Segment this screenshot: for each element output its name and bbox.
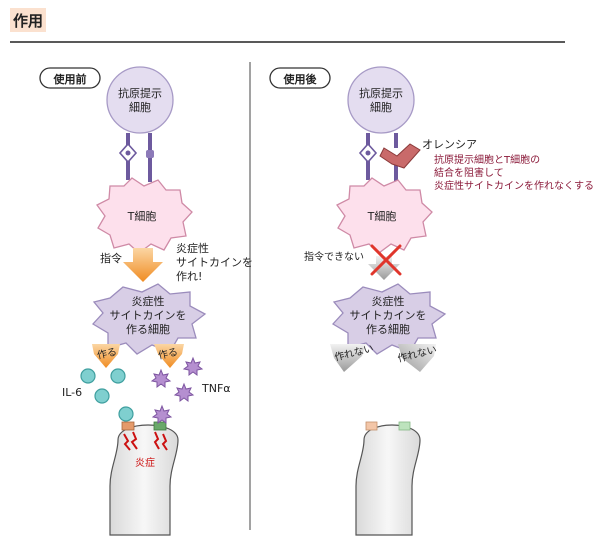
make-label-right: 作る	[157, 346, 179, 362]
blocked-command-arrow	[368, 256, 400, 280]
inflammation-icon	[123, 431, 168, 451]
t-cell	[96, 177, 193, 254]
after-badge-label: 使用後	[283, 72, 318, 86]
bound-il6	[118, 406, 134, 422]
il6-molecules	[80, 368, 126, 404]
producer-line3: 作る細胞	[366, 323, 410, 336]
t-cell-label: T細胞	[367, 210, 397, 223]
il6-receptor	[121, 421, 135, 431]
no-command-label: 指令できない	[304, 250, 364, 263]
instruction-line3: 作れ!	[176, 270, 202, 283]
joint-tissue	[109, 424, 179, 536]
cannot-arrow-right	[398, 344, 436, 372]
apc-cell	[347, 66, 415, 134]
t-cell	[336, 177, 433, 254]
after-badge	[269, 67, 331, 89]
tnf-molecules	[150, 356, 204, 402]
tnf-label: TNFα	[201, 382, 231, 395]
apc-label-line2: 細胞	[129, 101, 151, 114]
make-label-left: 作る	[96, 346, 118, 362]
producer-line2: サイトカインを	[110, 309, 187, 322]
instruction-line2: サイトカインを	[176, 256, 253, 269]
make-arrow-left	[92, 344, 120, 368]
producer-line1: 炎症性	[372, 294, 405, 308]
bound-tnf	[151, 404, 173, 424]
tnf-receptor	[153, 421, 167, 431]
inflammation-label: 炎症	[135, 456, 155, 469]
producer-line1: 炎症性	[132, 294, 165, 308]
header-title-bg	[10, 8, 46, 32]
apc-label-line1: 抗原提示	[359, 86, 403, 100]
receptor-pair	[118, 133, 154, 182]
joint-tissue	[355, 424, 421, 536]
make-arrow-right	[154, 344, 184, 368]
drug-label: オレンシア	[422, 138, 477, 151]
il6-label: IL-6	[62, 386, 82, 399]
producer-line2: サイトカインを	[350, 309, 427, 322]
effect-line1: 抗原提示細胞とT細胞の	[434, 153, 540, 166]
apc-cell	[106, 66, 174, 134]
before-badge-label: 使用前	[53, 72, 87, 86]
header-title: 作用	[13, 12, 43, 30]
after-panel: 使用後 抗原提示 細胞 オレンシア 抗原提示細胞とT細胞の 結合を阻害して 炎症…	[269, 66, 594, 536]
effect-line2: 結合を阻害して	[434, 166, 504, 179]
command-label: 指令	[100, 251, 122, 265]
tnf-receptor	[398, 421, 411, 431]
t-cell-label: T細胞	[127, 210, 157, 223]
il6-receptor	[365, 421, 378, 431]
command-arrow	[123, 248, 163, 282]
producer-line3: 作る細胞	[126, 323, 170, 336]
cross-icon	[370, 244, 402, 276]
effect-line3: 炎症性サイトカインを作れなくする	[434, 179, 594, 192]
apc-label-line1: 抗原提示	[118, 86, 162, 100]
before-badge	[39, 67, 101, 89]
instruction-line1: 炎症性	[176, 241, 209, 255]
apc-label-line2: 細胞	[370, 101, 392, 114]
before-panel: 使用前 抗原提示 細胞 T細胞 指令 炎症性 サイトカインを 作れ! 炎症性 サ…	[39, 66, 253, 536]
cannot-arrow-left	[330, 344, 366, 372]
orencia-molecule	[379, 143, 421, 169]
